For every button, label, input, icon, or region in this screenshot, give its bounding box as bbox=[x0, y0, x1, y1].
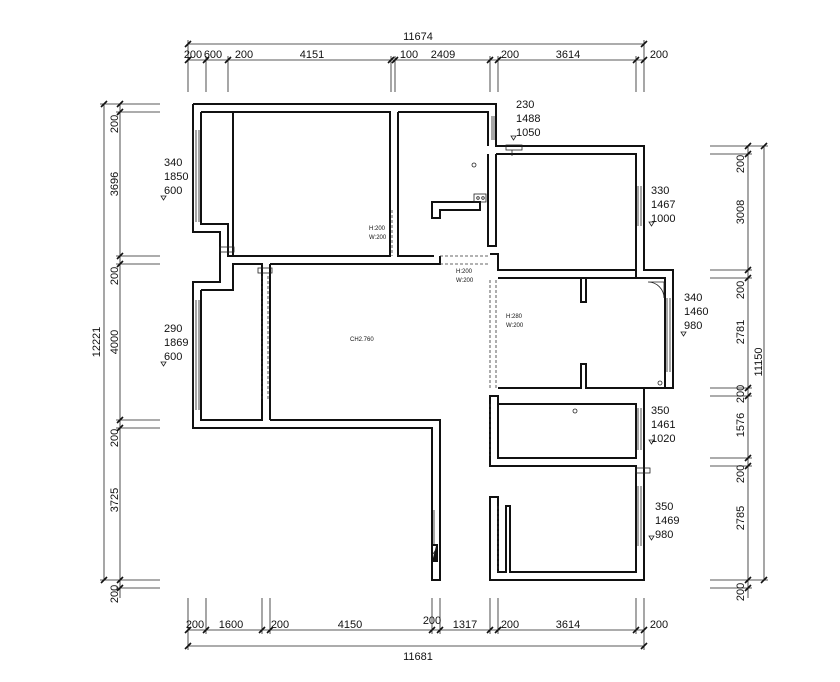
left-dim-label: 200 bbox=[109, 267, 121, 285]
bottom-dim-label: 3614 bbox=[556, 619, 580, 631]
bottom-dim-label: 4150 bbox=[338, 619, 362, 631]
top-dim-label: 200 bbox=[501, 49, 519, 61]
ceiling-light-icon bbox=[657, 380, 663, 386]
annotations: H:200 W:200 H:200 W:200 H:280 W:200 CH2.… bbox=[350, 226, 524, 343]
window-sills bbox=[192, 116, 671, 546]
window-markers bbox=[160, 135, 687, 541]
right-total-label: 11150 bbox=[753, 348, 765, 377]
panel-box-icon bbox=[219, 246, 235, 253]
window-spec-line: 1020 bbox=[651, 433, 675, 445]
window-spec-line: 1869 bbox=[164, 337, 188, 349]
left-dim-label: 3725 bbox=[109, 488, 121, 512]
fixtures bbox=[219, 144, 665, 562]
right-dim-label: 1576 bbox=[735, 413, 747, 437]
left-dim-label: 200 bbox=[109, 585, 121, 603]
opening-width-label: W:200 bbox=[456, 278, 474, 284]
left-total-label: 12221 bbox=[91, 327, 103, 358]
kitchen-stove-icon bbox=[473, 193, 487, 203]
top-dim-label: 200 bbox=[184, 49, 202, 61]
left-dim-label: 200 bbox=[109, 429, 121, 447]
window-spec-line: 1850 bbox=[164, 171, 188, 183]
panel-box-icon bbox=[257, 267, 273, 274]
bottom-dim-label: 200 bbox=[650, 619, 668, 631]
dashed-openings bbox=[261, 210, 499, 572]
window-spec-line: 290 bbox=[164, 323, 182, 335]
window-left-top bbox=[192, 130, 200, 222]
bottom-dim-label: 1317 bbox=[453, 619, 477, 631]
window-spec-line: 600 bbox=[164, 185, 182, 197]
ceiling-height-label: CH2.760 bbox=[350, 337, 374, 343]
bottom-dim-label: 200 bbox=[501, 619, 519, 631]
panel-box-icon bbox=[635, 467, 651, 474]
top-dim-label: 200 bbox=[235, 49, 253, 61]
bottom-dimension-chain: 200 1600 200 4150 200 1317 200 3614 200 … bbox=[184, 598, 668, 663]
top-total-label: 11674 bbox=[403, 31, 433, 43]
left-dim-label: 3696 bbox=[109, 172, 121, 196]
right-dim-label: 200 bbox=[735, 281, 747, 299]
window-spec-line: 1050 bbox=[516, 127, 540, 139]
window-kitchen bbox=[491, 116, 495, 140]
right-dim-label: 200 bbox=[735, 385, 747, 403]
top-dim-label: 2409 bbox=[431, 49, 455, 61]
right-dim-label: 200 bbox=[735, 583, 747, 601]
window-labels: 230 1488 1050 340 1850 600 330 1467 1000… bbox=[164, 99, 708, 541]
exterior-wall-outline bbox=[193, 103, 674, 581]
top-dim-label: 100 bbox=[400, 49, 418, 61]
left-dim-label: 4000 bbox=[109, 330, 121, 354]
right-dim-label: 2781 bbox=[735, 320, 747, 344]
right-dim-label: 2785 bbox=[735, 506, 747, 530]
window-spec-line: 340 bbox=[164, 157, 182, 169]
ceiling-light-icon bbox=[572, 408, 578, 414]
walls bbox=[192, 103, 674, 581]
window-bedroom-2 bbox=[666, 298, 671, 372]
top-dim-label: 600 bbox=[204, 49, 222, 61]
window-spec-line: 350 bbox=[651, 405, 669, 417]
opening-width-label: W:200 bbox=[506, 323, 524, 329]
opening-height-label: H:200 bbox=[369, 226, 386, 232]
right-dim-label: 200 bbox=[735, 465, 747, 483]
top-dim-label: 4151 bbox=[300, 49, 324, 61]
window-spec-line: 1000 bbox=[651, 213, 675, 225]
right-dim-label: 200 bbox=[735, 155, 747, 173]
right-dimension-chain: 200 3008 200 2781 200 1576 200 2785 200 … bbox=[710, 142, 768, 601]
bottom-dim-label: 200 bbox=[423, 615, 441, 627]
window-spec-line: 1460 bbox=[684, 306, 708, 318]
window-spec-line: 340 bbox=[684, 292, 702, 304]
window-spec-line: 1469 bbox=[655, 515, 679, 527]
right-dim-label: 3008 bbox=[735, 200, 747, 224]
panel-box-icon bbox=[505, 144, 523, 151]
bottom-dim-label: 1600 bbox=[219, 619, 243, 631]
left-dim-label: 200 bbox=[109, 115, 121, 133]
bottom-total-label: 11681 bbox=[403, 651, 433, 663]
window-spec-line: 980 bbox=[684, 320, 702, 332]
window-bedroom-4 bbox=[637, 486, 642, 546]
window-spec-line: 330 bbox=[651, 185, 669, 197]
door-swing-icon bbox=[647, 281, 665, 299]
opening-height-label: H:280 bbox=[506, 314, 523, 320]
left-dimension-chain: 12221 200 3696 200 4000 200 3725 200 bbox=[91, 100, 160, 603]
window-spec-line: 350 bbox=[655, 501, 673, 513]
top-dim-label: 200 bbox=[650, 49, 668, 61]
window-spec-line: 1488 bbox=[516, 113, 540, 125]
bottom-dim-label: 200 bbox=[186, 619, 204, 631]
top-dimension-chain: 11674 200 600 200 4151 100 2409 200 3614… bbox=[184, 31, 668, 92]
window-bedroom-3 bbox=[637, 408, 642, 450]
window-spec-line: 600 bbox=[164, 351, 182, 363]
window-bedroom-1 bbox=[637, 186, 642, 226]
opening-width-label: W:200 bbox=[369, 235, 387, 241]
window-left-bottom bbox=[192, 300, 200, 410]
top-dim-label: 3614 bbox=[556, 49, 580, 61]
opening-height-label: H:200 bbox=[456, 269, 473, 275]
window-spec-line: 230 bbox=[516, 99, 534, 111]
window-spec-line: 1467 bbox=[651, 199, 675, 211]
ceiling-light-icon bbox=[471, 162, 477, 168]
window-spec-line: 980 bbox=[655, 529, 673, 541]
bottom-dim-label: 200 bbox=[271, 619, 289, 631]
window-spec-line: 1461 bbox=[651, 419, 675, 431]
